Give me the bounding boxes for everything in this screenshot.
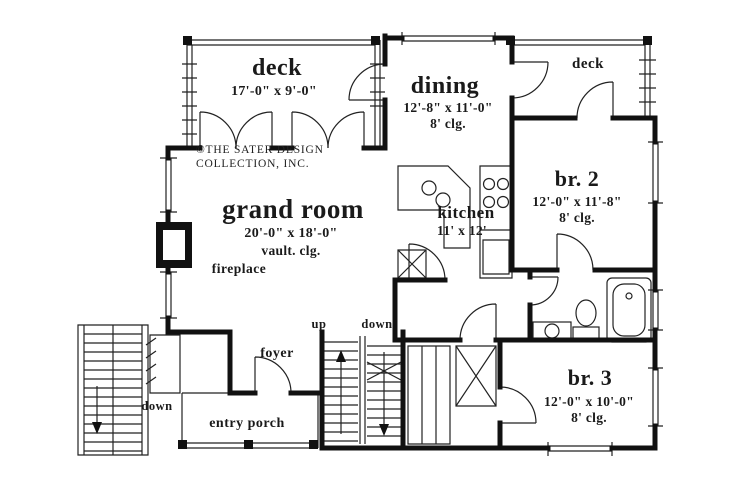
room-ceiling-grand-room: vault. clg. [261,243,321,258]
deck-post [643,36,652,45]
copyright-line-2: COLLECTION, INC. [196,158,310,170]
room-dims-grand-room: 20'-0" x 18'-0" [244,226,338,241]
stair-label-down-exterior: down [141,399,173,413]
room-dims-deck-left: 17'-0" x 9'-0" [231,84,317,99]
down-arrow [379,424,389,436]
room-ceiling-br2: 8' clg. [559,210,595,225]
exterior-down-arrow [92,422,102,434]
room-ceiling-dining: 8' clg. [430,116,466,131]
room-label-kitchen: kitchen [437,203,495,222]
porch-post [309,440,318,449]
deck-post [183,36,192,45]
room-label-br2: br. 2 [554,166,600,191]
room-dims-br3: 12'-0" x 10'-0" [544,394,634,409]
thin-linework [77,32,663,456]
porch-post [178,440,187,449]
room-dims-dining: 12'-8" x 11'-0" [403,100,493,115]
room-label-foyer: foyer [260,346,294,361]
room-label-entry-porch: entry porch [209,416,285,431]
room-label-dining: dining [410,73,480,99]
deck-post [506,36,515,45]
room-ceiling-br3: 8' clg. [571,410,607,425]
stair-label-up: up [311,317,327,331]
room-label-grand-room: grand room [222,194,364,224]
room-label-deck-left: deck [252,55,302,81]
walls [165,33,658,451]
up-arrow [336,350,346,362]
deck-post [371,36,380,45]
label-fireplace: fireplace [211,261,267,276]
stair-label-down: down [361,317,393,331]
room-label-br3: br. 3 [567,365,613,390]
porch-post [244,440,253,449]
posts-and-fills [92,36,652,449]
room-dims-br2: 12'-0" x 11'-8" [532,194,622,209]
copyright-line-1: ©THE SATER DESIGN [196,144,324,156]
room-label-deck-right: deck [572,56,604,72]
room-dims-kitchen: 11' x 12' [437,223,487,238]
